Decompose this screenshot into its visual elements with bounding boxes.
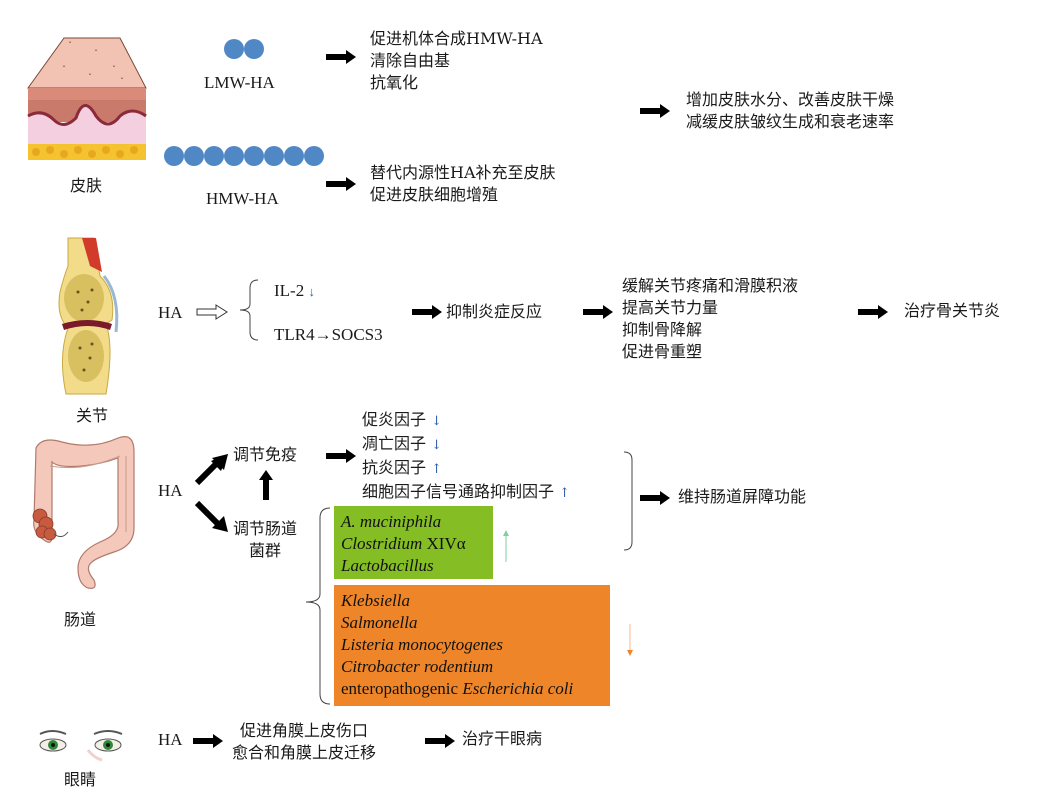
- up-arrow-icon: [503, 530, 509, 562]
- joint-label: 关节: [75, 406, 108, 425]
- eye-outcome: 治疗干眼病: [462, 729, 543, 748]
- immune-factor: 细胞因子信号通路抑制因子 ↑: [362, 482, 571, 501]
- lmw-effect: 清除自由基: [370, 51, 451, 70]
- joint-effect: 缓解关节疼痛和滑膜积液: [622, 276, 799, 295]
- hmw-ha-label: HMW-HA: [206, 189, 279, 208]
- arrow-right-icon: [412, 305, 442, 319]
- eye-label: 眼睛: [63, 770, 96, 789]
- regulate-flora-label: 调节肠道 菌群: [233, 518, 297, 562]
- tlr4-socs3-pathway: TLR4→SOCS3: [274, 325, 383, 344]
- hmw-effect: 促进皮肤细胞增殖: [370, 185, 499, 204]
- il2-pathway: IL-2 ↓: [274, 280, 315, 303]
- lmw-effect: 促进机体合成HMW-HA: [370, 29, 543, 48]
- bacteria-item: Salmonella: [341, 613, 418, 632]
- hmw-ha-molecule-icon: [163, 145, 327, 171]
- svg-text:ˇ: ˇ: [62, 65, 66, 74]
- gut-ha-label: HA: [158, 481, 183, 500]
- immune-factor: 促炎因子 ↓: [362, 410, 443, 429]
- down-arrow-icon: ↓: [308, 284, 315, 299]
- bacteria-item: Citrobacter rodentium: [341, 657, 494, 676]
- immune-factor: 凋亡因子 ↓: [362, 434, 443, 453]
- lmw-ha-molecule-icon: [223, 38, 267, 64]
- arrow-right-icon: [326, 177, 356, 191]
- gut-outcome: 维持肠道屏障功能: [678, 487, 807, 506]
- left-brace-icon: [305, 507, 331, 705]
- joint-effect: 促进骨重塑: [622, 342, 703, 361]
- joint-illustration: [54, 236, 124, 396]
- right-brace-icon: [623, 451, 633, 551]
- arrow-right-icon: [193, 734, 223, 748]
- bacteria-item: Klebsiella: [341, 591, 410, 610]
- left-brace-icon: [239, 279, 259, 341]
- svg-text:ˇ: ˇ: [68, 41, 72, 50]
- hmw-effects-list: 替代内源性HA补充至皮肤 促进皮肤细胞增殖: [370, 162, 556, 206]
- arrow-right-icon: [425, 734, 455, 748]
- bacteria-item: Listeria monocytogenes: [341, 635, 503, 654]
- skin-label: 皮肤: [69, 176, 102, 195]
- joint-effect: 抑制骨降解: [622, 320, 703, 339]
- down-arrow-icon: [627, 624, 633, 656]
- up-arrow-icon: ↑: [431, 462, 443, 477]
- hollow-arrow-right-icon: [196, 304, 228, 320]
- lmw-effect: 抗氧化: [370, 73, 419, 92]
- lmw-effects-list: 促进机体合成HMW-HA 清除自由基 抗氧化: [370, 28, 543, 94]
- lmw-ha-label: LMW-HA: [204, 73, 275, 92]
- arrow-up-right-icon: [194, 454, 228, 486]
- immune-factor: 抗炎因子 ↑: [362, 458, 443, 477]
- arrow-down-right-icon: [194, 500, 228, 532]
- arrow-right-icon: [640, 491, 670, 505]
- decreased-bacteria-box: Klebsiella Salmonella Listeria monocytog…: [334, 585, 610, 706]
- skin-outcome-line: 增加皮肤水分、改善皮肤干燥: [686, 90, 895, 109]
- hmw-effect: 替代内源性HA补充至皮肤: [370, 163, 556, 182]
- svg-text:ˇ: ˇ: [94, 49, 98, 58]
- gut-illustration: [22, 428, 142, 592]
- skin-outcome-line: 减缓皮肤皱纹生成和衰老速率: [686, 112, 895, 131]
- down-arrow-icon: ↓: [431, 438, 443, 453]
- arrow-up-icon: [259, 470, 273, 500]
- bacteria-item: Lactobacillus: [341, 556, 434, 575]
- joint-ha-label: HA: [158, 303, 183, 322]
- joint-effects-list: 缓解关节疼痛和滑膜积液 提高关节力量 抑制骨降解 促进骨重塑: [622, 275, 798, 363]
- svg-text:ˇ: ˇ: [88, 73, 92, 82]
- arrow-right-icon: [326, 50, 356, 64]
- regulate-flora-line2: 菌群: [249, 541, 282, 560]
- bacteria-item: Clostridium XIVα: [341, 534, 466, 553]
- bacteria-item: A. muciniphila: [341, 512, 442, 531]
- eye-effect-line: 愈合和角膜上皮迁移: [232, 743, 377, 762]
- skin-outcome: 增加皮肤水分、改善皮肤干燥 减缓皮肤皱纹生成和衰老速率: [686, 89, 894, 133]
- joint-step: 抑制炎症反应: [446, 302, 543, 321]
- immune-factors-list: 促炎因子 ↓ 凋亡因子 ↓ 抗炎因子 ↑ 细胞因子信号通路抑制因子 ↑: [362, 409, 570, 505]
- eye-effect-line: 促进角膜上皮伤口: [240, 721, 369, 740]
- joint-outcome: 治疗骨关节炎: [904, 301, 1001, 320]
- increased-bacteria-box: A. muciniphila Clostridium XIVα Lactobac…: [334, 506, 493, 579]
- svg-text:ˇ: ˇ: [112, 65, 116, 74]
- arrow-right-icon: [858, 305, 888, 319]
- eye-ha-label: HA: [158, 730, 183, 749]
- bacteria-item: enteropathogenic Escherichia coli: [341, 679, 574, 698]
- gut-label: 肠道: [63, 610, 96, 629]
- arrow-right-icon: [326, 449, 356, 463]
- arrow-right-icon: [583, 305, 613, 319]
- eye-effects: 促进角膜上皮伤口 愈合和角膜上皮迁移: [232, 720, 376, 764]
- up-arrow-icon: ↑: [559, 486, 571, 501]
- il2-label: IL-2: [274, 281, 305, 300]
- down-arrow-icon: ↓: [431, 414, 443, 429]
- joint-effect: 提高关节力量: [622, 298, 719, 317]
- regulate-flora-line1: 调节肠道: [233, 519, 298, 538]
- eyes-illustration: [28, 728, 134, 762]
- arrow-right-icon: [640, 104, 670, 118]
- svg-text:ˇ: ˇ: [120, 77, 124, 86]
- regulate-immunity-label: 调节免疫: [233, 445, 298, 464]
